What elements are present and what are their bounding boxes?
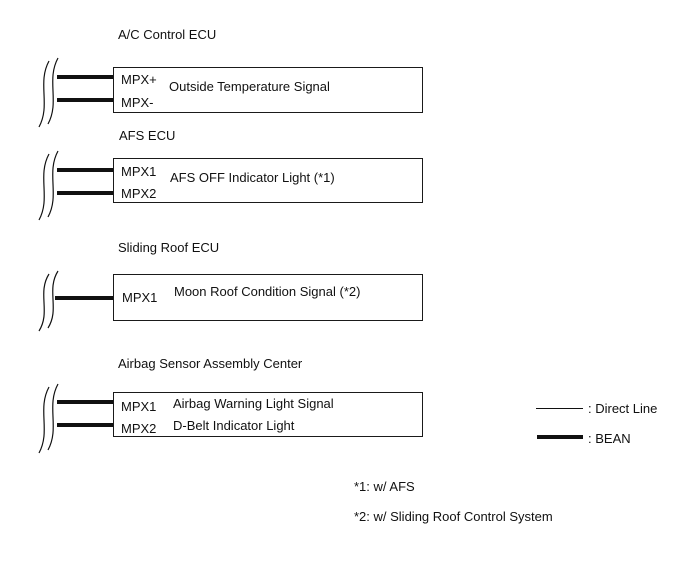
ecu-box-airbag: MPX1 Airbag Warning Light Signal MPX2 D-…: [113, 392, 423, 437]
signal-label: Outside Temperature Signal: [169, 79, 330, 94]
wire-break-icon: [38, 383, 59, 454]
bean-bus-lines-airbag: [57, 400, 115, 427]
signal-label: D-Belt Indicator Light: [173, 418, 295, 433]
signal-label: Moon Roof Condition Signal (*2): [174, 284, 361, 299]
ecu-box-sliding-roof: MPX1 Moon Roof Condition Signal (*2): [113, 274, 423, 321]
ecu-box-ac: MPX+ Outside Temperature Signal MPX-: [113, 67, 423, 113]
wire-break-icon: [38, 150, 59, 221]
pin-label: MPX1: [122, 290, 158, 305]
wire-break-icon: [38, 270, 59, 332]
footnote-2: *2: w/ Sliding Roof Control System: [354, 509, 553, 524]
ecu-box-afs: MPX1 AFS OFF Indicator Light (*1) MPX2: [113, 158, 423, 203]
legend-label-bean: : BEAN: [588, 431, 631, 446]
wire-break-icon: [38, 57, 59, 128]
direct-line-sample-icon: [536, 408, 583, 409]
signal-label: Airbag Warning Light Signal: [173, 396, 334, 411]
bean-bus-lines-ac: [57, 75, 115, 102]
ecu-title-ac: A/C Control ECU: [118, 27, 217, 42]
pin-label: MPX1: [121, 399, 157, 414]
legend-label-direct-line: : Direct Line: [588, 401, 658, 416]
footnote-1: *1: w/ AFS: [354, 479, 415, 494]
pin-label: MPX2: [121, 186, 157, 201]
bean-line-sample-icon: [537, 435, 583, 439]
bean-bus-lines-afs: [57, 168, 115, 195]
pin-label: MPX+: [121, 72, 157, 87]
ecu-title-sliding-roof: Sliding Roof ECU: [118, 240, 220, 255]
ecu-title-airbag: Airbag Sensor Assembly Center: [118, 356, 303, 371]
signal-label: AFS OFF Indicator Light (*1): [170, 170, 335, 185]
pin-label: MPX2: [121, 421, 157, 436]
pin-label: MPX-: [121, 95, 154, 110]
ecu-title-afs: AFS ECU: [119, 128, 176, 143]
pin-label: MPX1: [121, 164, 157, 179]
